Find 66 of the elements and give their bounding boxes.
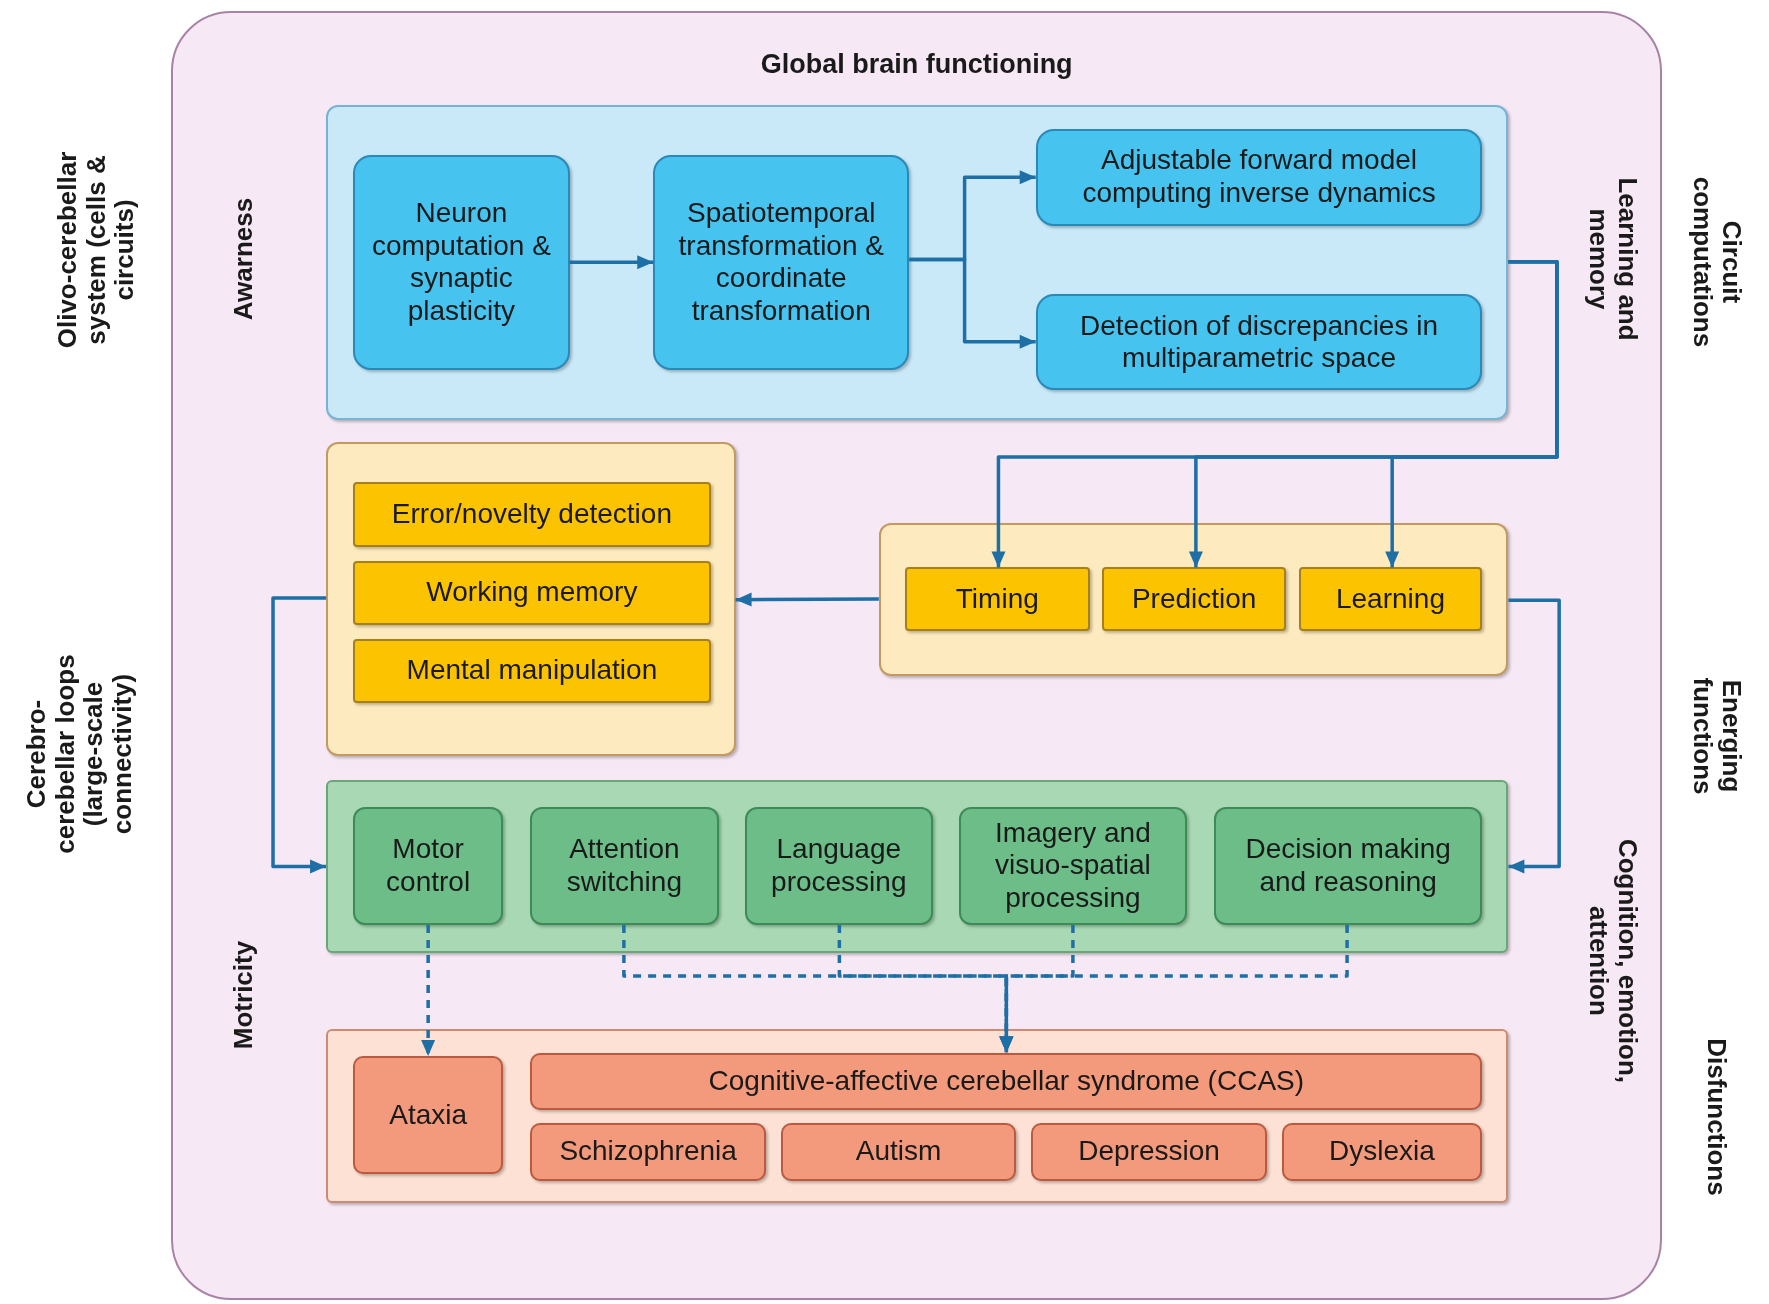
box-label: Dyslexia [1328,1135,1436,1169]
process-box [353,1055,504,1175]
side-label: Circuit computations [1688,175,1746,349]
box-label: Detection of discrepancies in multiparametric space [1079,309,1439,376]
box-label: Neuron computation & synaptic plasticity [370,196,552,328]
box-label: Error/novelty detection [390,498,673,531]
box-label: Imagery and visuo-spatial processing [994,816,1152,915]
box-label: Attention switching [565,833,683,899]
box-label: Language processing [770,833,908,899]
side-label: Motricity [228,939,257,1052]
process-box [744,806,933,926]
box-label: Decision making and reasoning [1244,833,1452,899]
process-box [530,1052,1483,1111]
group-panel [326,779,1509,954]
side-label: Energing functions [1688,676,1746,797]
process-box [1035,294,1483,391]
arrow [1508,598,1561,874]
process-box [530,806,719,926]
group-panel [326,1028,1509,1203]
arrow [735,592,879,607]
process-box [530,1122,766,1182]
process-box [653,154,910,370]
box-label: Depression [1077,1135,1221,1169]
process-box [1281,1122,1483,1182]
dashed-arrow [999,925,1349,1053]
arrow [569,255,654,270]
arrow [1385,260,1559,568]
process-box [780,1122,1017,1182]
box-label: Adjustable forward model computing inverse dynamics [1081,144,1437,210]
box-label: Ataxia [388,1098,469,1132]
process-box [904,567,1090,631]
side-label: Awarness [228,197,257,323]
process-box [1035,128,1483,226]
box-label: Mental manipulation [405,654,659,688]
process-box [353,638,711,703]
process-box [353,806,504,926]
process-box [353,560,711,625]
side-label: Cognition, emotion, attention [1584,838,1642,1086]
process-box [1213,806,1483,926]
panel-heading: Global brain functioning [759,49,1074,81]
process-box [958,806,1187,926]
box-label: Prediction [1130,582,1258,616]
box-label: Cognitive-affective cerebellar syndrome (CCAS) [707,1065,1306,1098]
side-label: Cerebro-cerebellar loops (large-scale connectivity) [21,652,137,856]
process-box [1298,567,1483,631]
box-label: Timing [954,582,1040,616]
group-panel [326,442,736,756]
side-label: Olivo-cerebellar system (cells & circuits) [53,151,139,351]
arrow [271,596,327,874]
side-label: Learning and memory [1584,176,1642,344]
box-label: Working memory [425,576,639,610]
dashed-arrow [421,925,436,1056]
arrow [909,257,1036,349]
process-box [1031,1122,1267,1182]
box-label: Spatiotemporal transformation & coordinate transformation [677,196,885,328]
box-label: Motor control [385,833,472,899]
process-box [1102,567,1287,631]
process-box [353,154,570,370]
box-label: Autism [854,1135,943,1169]
frame-panel [171,11,1662,1300]
group-panel [326,104,1509,420]
group-panel [878,523,1509,676]
box-label: Learning [1334,582,1446,616]
process-box [353,481,711,548]
box-label: Schizophrenia [558,1135,738,1169]
side-label: Disfunctions [1702,1037,1732,1198]
